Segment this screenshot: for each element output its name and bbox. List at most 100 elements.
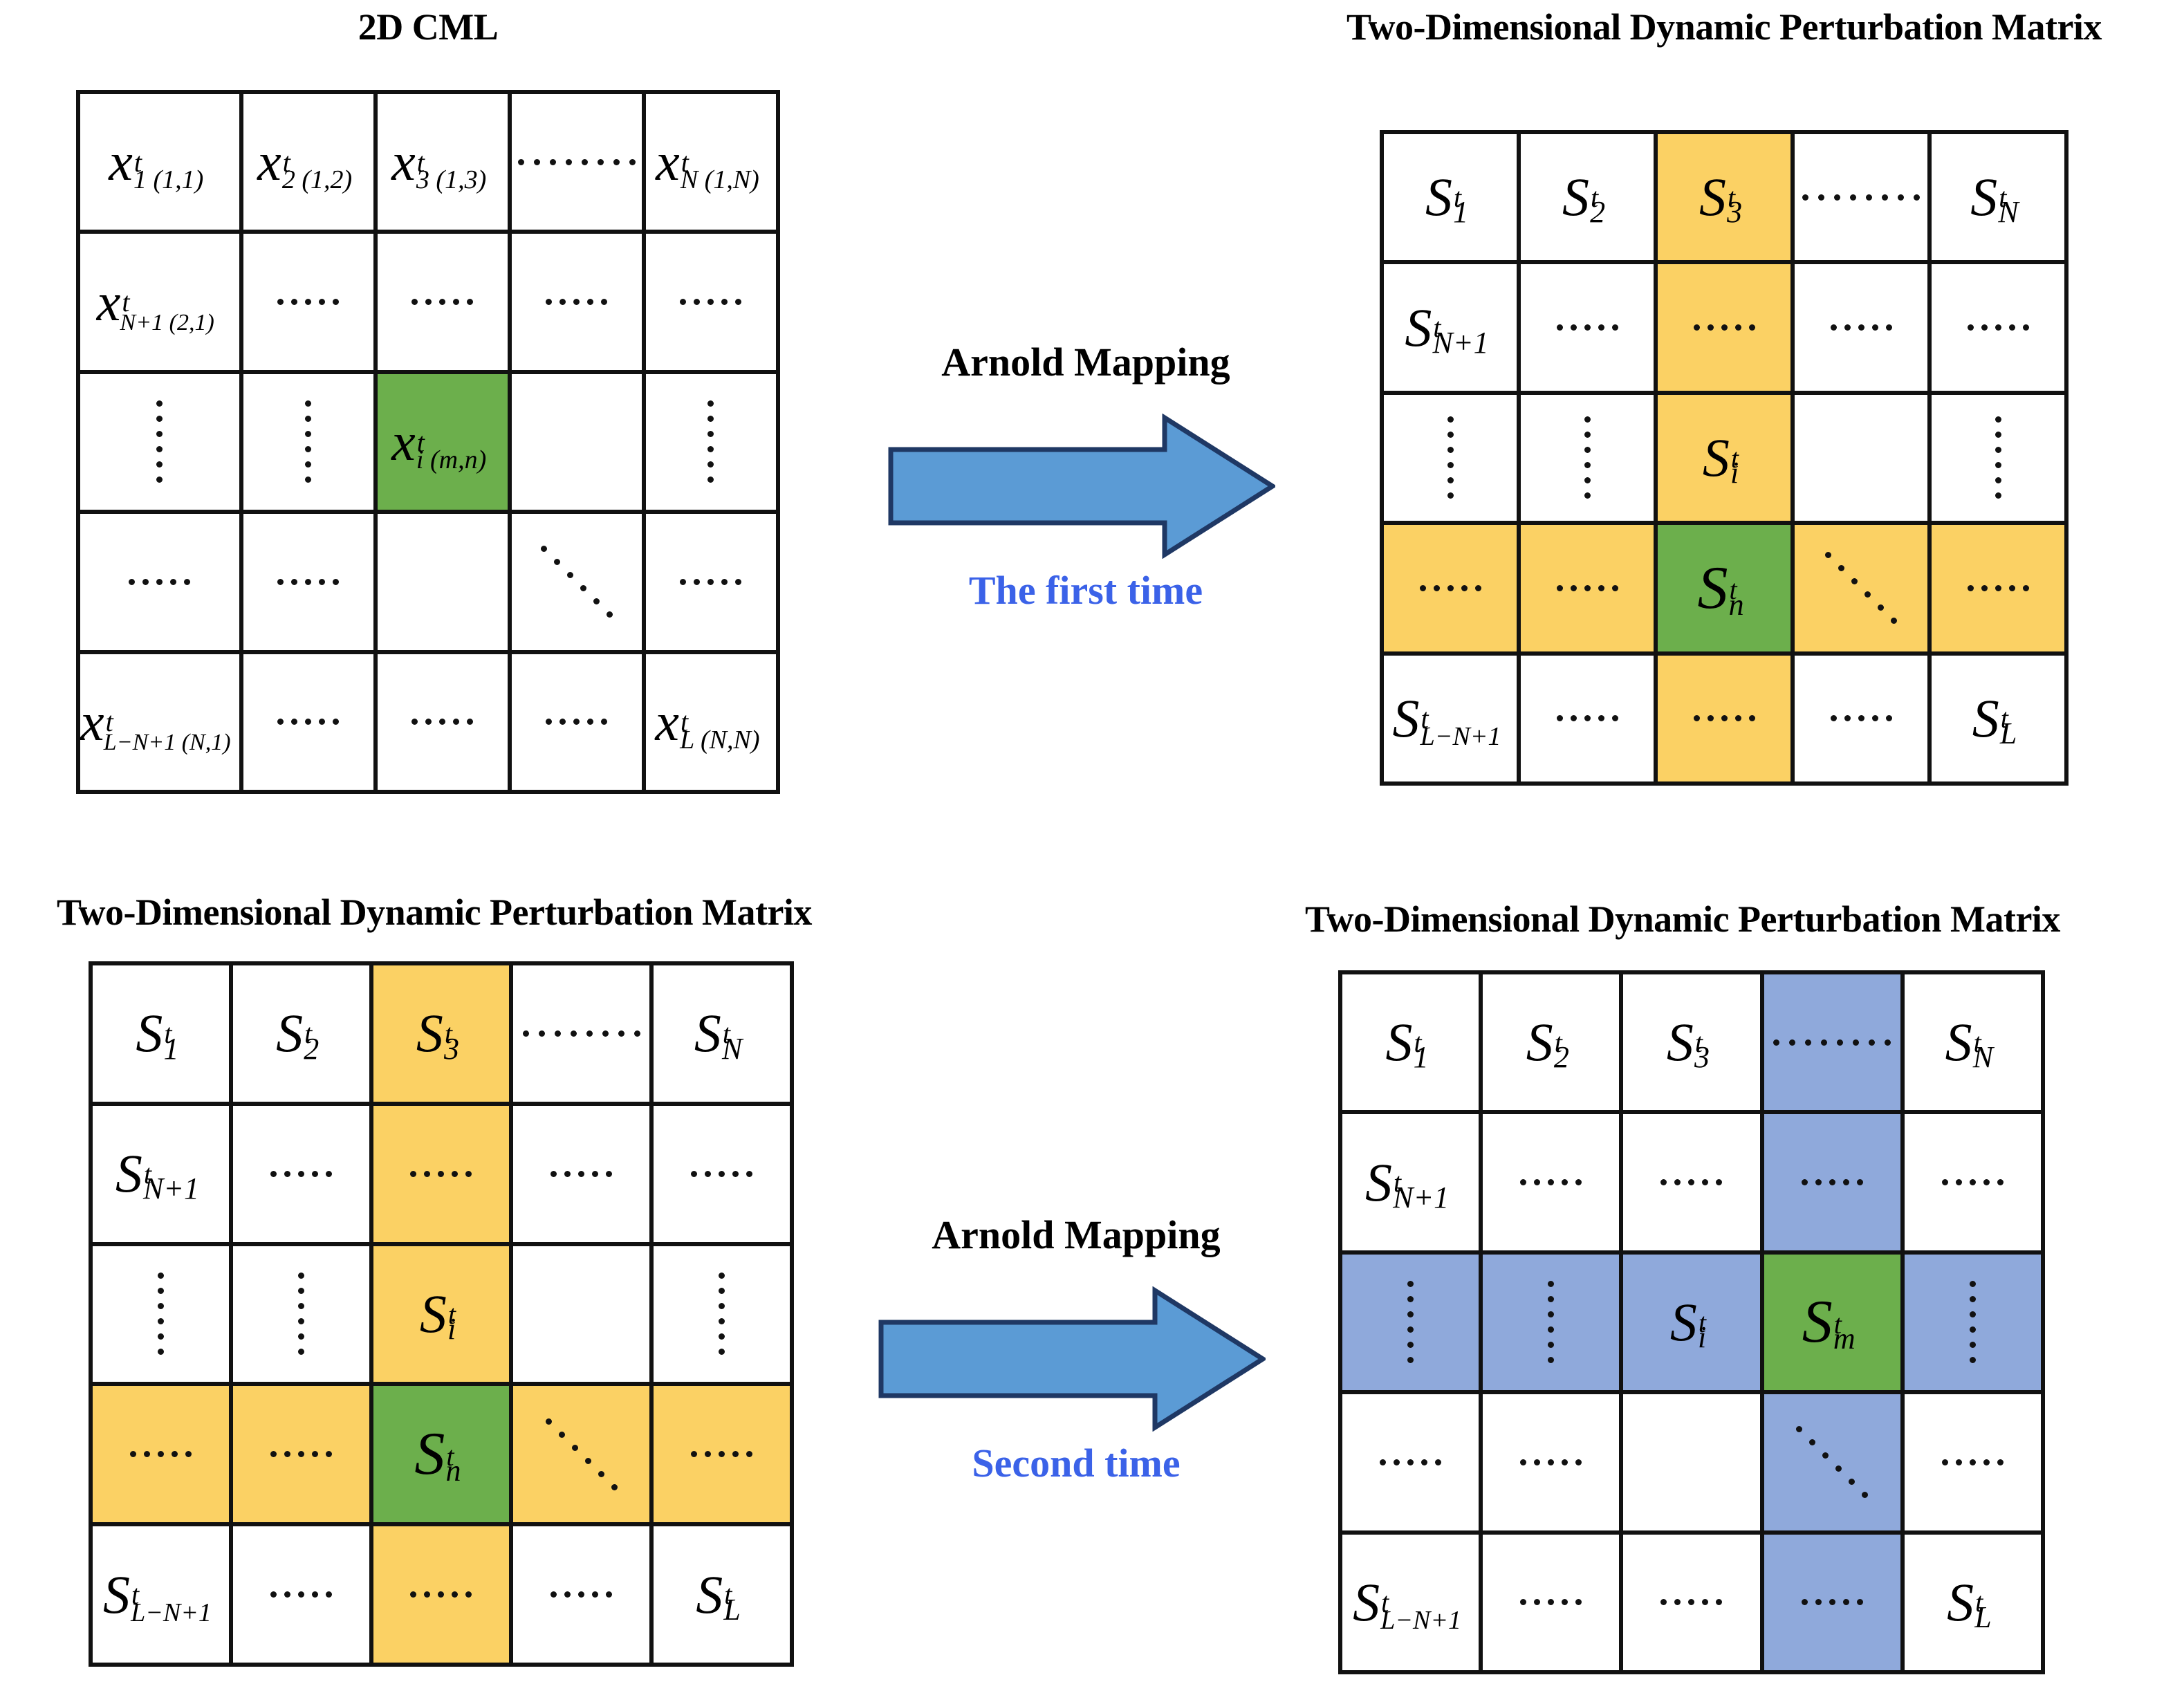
matrix-cell: xti (m,n) (377, 373, 512, 515)
math-subscript: L−N+1 (N,1) (103, 729, 231, 755)
math-superscript: t (1433, 312, 1441, 344)
math-subscript: N+1 (1432, 325, 1489, 360)
vertical-ellipsis-icon (157, 1273, 164, 1356)
math-base: S (136, 1003, 163, 1064)
horizontal-ellipsis-icon (1556, 584, 1618, 591)
math-subscript: L (1999, 716, 2017, 750)
matrix-cell (645, 373, 780, 515)
matrix-cell: StN (654, 965, 794, 1106)
horizontal-ellipsis-icon (1801, 1599, 1863, 1606)
horizontal-ellipsis-icon (270, 1170, 332, 1177)
horizontal-ellipsis-icon (270, 1451, 332, 1458)
matrix-cell: St3 (1658, 134, 1795, 265)
matrix-cell (513, 1526, 654, 1667)
matrix-cell (511, 94, 646, 234)
matrix-cell (1932, 394, 2069, 526)
vertical-ellipsis-icon (1584, 416, 1591, 499)
math-base: S (1669, 1291, 1697, 1352)
math-subscript: L−N+1 (131, 1598, 212, 1627)
math-subscript: m (1833, 1322, 1856, 1356)
math-subscript: N+1 (2,1) (120, 309, 214, 335)
matrix-cell: Sti (1623, 1254, 1764, 1395)
matrix-cell: Stn (1658, 525, 1795, 656)
math-base: x (80, 691, 104, 752)
horizontal-ellipsis-icon (129, 1451, 192, 1458)
math-superscript: t (1394, 1167, 1402, 1199)
matrix-cell (93, 1246, 233, 1387)
matrix-cell (93, 1386, 233, 1527)
horizontal-ellipsis-icon (1520, 1179, 1582, 1186)
horizontal-ellipsis-icon (1802, 194, 1920, 201)
matrix-cell (1764, 1114, 1905, 1255)
matrix-cell (232, 1246, 373, 1387)
matrix-cell (232, 1526, 373, 1667)
matrix-cell: StN+1 (93, 1105, 233, 1246)
horizontal-ellipsis-icon (277, 719, 340, 725)
matrix-cell: St1 (1384, 134, 1521, 265)
vertical-ellipsis-icon (297, 1273, 304, 1356)
math-base: x (96, 271, 121, 332)
math-base: x (257, 131, 281, 192)
math-base: S (115, 1143, 142, 1204)
vertical-ellipsis-icon (707, 400, 714, 483)
matrix-cell: Sti (1658, 394, 1795, 526)
math-superscript: t (1833, 1308, 1842, 1340)
matrix-cell: StL−N+1 (1384, 655, 1521, 786)
matrix-cell (243, 514, 378, 654)
arrow-label-arnold-mapping-first: Arnold Mapping (941, 340, 1230, 385)
math-subscript: 1 (1453, 195, 1469, 230)
matrix-cell (654, 1105, 794, 1246)
horizontal-ellipsis-icon (1556, 324, 1618, 331)
matrix-cell (1764, 1394, 1905, 1535)
matrix-cell (1384, 394, 1521, 526)
matrix-cell: xtL (N,N) (645, 654, 780, 794)
math-subscript: N+1 (142, 1172, 199, 1206)
math-base: S (1526, 1012, 1553, 1073)
matrix-cell (513, 1386, 654, 1527)
vertical-ellipsis-icon (1447, 416, 1454, 499)
horizontal-ellipsis-icon (270, 1591, 332, 1598)
horizontal-ellipsis-icon (277, 578, 340, 585)
math-subscript: N+1 (1393, 1180, 1450, 1214)
horizontal-ellipsis-icon (1693, 715, 1755, 722)
math-subscript: 1 (163, 1031, 179, 1066)
matrix-cell: StL (1904, 1534, 2045, 1674)
matrix-cell (1483, 1394, 1624, 1535)
math-superscript: t (680, 706, 689, 738)
matrix-cell (1904, 1114, 2045, 1255)
arrow-group-second-mapping: Arnold Mapping Second time (863, 1212, 1292, 1509)
horizontal-ellipsis-icon (546, 299, 608, 306)
matrix-cell: St3 (373, 965, 514, 1106)
horizontal-ellipsis-icon (1773, 1039, 1891, 1046)
horizontal-ellipsis-icon (1693, 324, 1755, 331)
math-base: S (414, 1420, 445, 1488)
horizontal-ellipsis-icon (411, 719, 474, 725)
matrix-cell (373, 1105, 514, 1246)
matrix-cell: xt2 (1,2) (243, 94, 378, 234)
math-base: x (656, 131, 680, 192)
panel-title-2d-cml: 2D CML (358, 6, 499, 48)
horizontal-ellipsis-icon (1830, 715, 1892, 722)
math-subscript: i (447, 1312, 456, 1347)
math-subscript: i (1730, 456, 1739, 490)
horizontal-ellipsis-icon (550, 1591, 613, 1598)
math-superscript: t (133, 146, 142, 178)
matrix-cell (1764, 974, 1905, 1115)
math-superscript: t (444, 1018, 453, 1050)
horizontal-ellipsis-icon (1380, 1459, 1442, 1465)
math-superscript: t (1381, 1586, 1389, 1618)
vertical-ellipsis-icon (305, 400, 312, 483)
matrix-cell (654, 1386, 794, 1527)
matrix-cell: St2 (1521, 134, 1658, 265)
matrix-cell (1483, 1114, 1624, 1255)
math-subscript: L (723, 1592, 741, 1627)
math-base: S (416, 1003, 443, 1064)
vertical-ellipsis-icon (156, 400, 163, 483)
arrow-label-arnold-mapping-second: Arnold Mapping (932, 1212, 1221, 1257)
matrix-cell: Stm (1764, 1254, 1905, 1395)
horizontal-ellipsis-icon (1941, 1179, 2003, 1186)
matrix-cell (1795, 525, 1932, 656)
horizontal-ellipsis-icon (680, 299, 742, 306)
